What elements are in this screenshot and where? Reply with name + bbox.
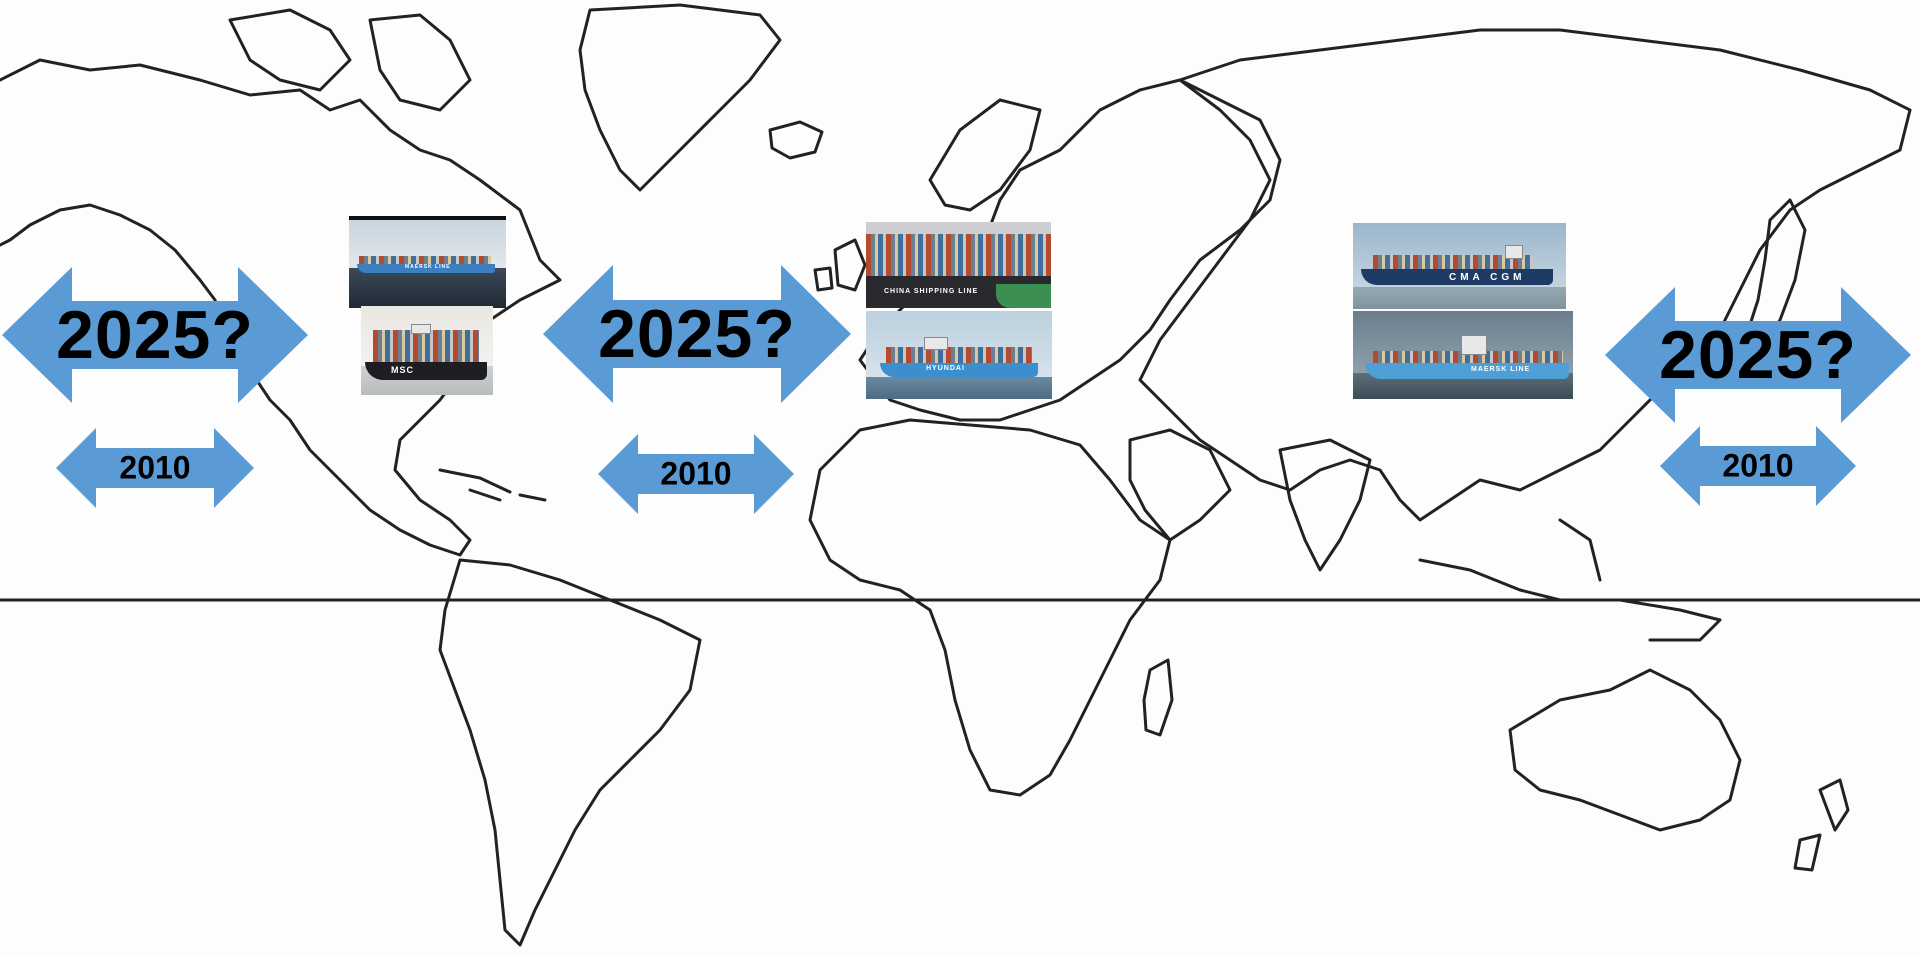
southeast-asia-islands-outline xyxy=(1418,518,1722,642)
double-arrow-icon xyxy=(598,434,794,514)
future-year-label: 2025? xyxy=(598,296,796,372)
ship-photo-msc: MSC xyxy=(361,306,493,395)
hull-label: HYUNDAI xyxy=(926,365,965,372)
arctic-islands-outline xyxy=(228,8,472,112)
hull-label: CHINA SHIPPING LINE xyxy=(884,288,979,295)
pacific-east-2010-arrow: 2010 xyxy=(1660,426,1856,506)
double-arrow-icon xyxy=(1605,287,1911,423)
australia-outline xyxy=(1508,668,1742,832)
greenland-outline xyxy=(578,3,782,192)
future-year-label: 2025? xyxy=(56,297,254,373)
south-america-outline xyxy=(438,558,702,947)
ship-photo-hyundai: HYUNDAI xyxy=(866,311,1052,399)
ship-photo-cma-cgm: CMA CGM xyxy=(1353,223,1566,309)
double-arrow-icon xyxy=(1660,426,1856,506)
pacific-west-2025-arrow: 2025? xyxy=(2,267,308,403)
iceland-outline xyxy=(768,120,824,160)
current-year-label: 2010 xyxy=(119,449,191,486)
pacific-west-2010-arrow: 2010 xyxy=(56,428,254,508)
future-year-label: 2025? xyxy=(1659,317,1857,393)
atlantic-2010-arrow: 2010 xyxy=(598,434,794,514)
double-arrow-icon xyxy=(56,428,254,508)
ship-photo-maersk-asia: MAERSK LINE xyxy=(1353,311,1573,399)
hull-label: CMA CGM xyxy=(1449,272,1526,283)
hull-label: MAERSK LINE xyxy=(1471,366,1531,373)
ship-photo-china-shipping: CHINA SHIPPING LINE xyxy=(866,222,1051,308)
india-outline xyxy=(1278,438,1372,572)
pacific-east-2025-arrow: 2025? xyxy=(1605,287,1911,423)
hull-label: MSC xyxy=(391,365,414,375)
caribbean-outline xyxy=(438,468,547,502)
new-zealand-outline xyxy=(1793,778,1850,872)
british-isles-outline xyxy=(813,238,867,292)
asia-outline xyxy=(1138,28,1912,522)
current-year-label: 2010 xyxy=(1722,447,1794,484)
africa-outline xyxy=(808,418,1172,797)
atlantic-2025-arrow: 2025? xyxy=(543,265,851,403)
north-america-outline xyxy=(0,58,562,557)
scandinavia-outline xyxy=(928,98,1042,212)
double-arrow-icon xyxy=(543,265,851,403)
hull-label: MAERSK LINE xyxy=(405,264,451,270)
arabia-outline xyxy=(1128,428,1232,542)
ship-photo-maersk-atlantic: MAERSK LINE xyxy=(349,216,506,308)
madagascar-outline xyxy=(1142,658,1174,737)
current-year-label: 2010 xyxy=(660,455,732,492)
double-arrow-icon xyxy=(2,267,308,403)
